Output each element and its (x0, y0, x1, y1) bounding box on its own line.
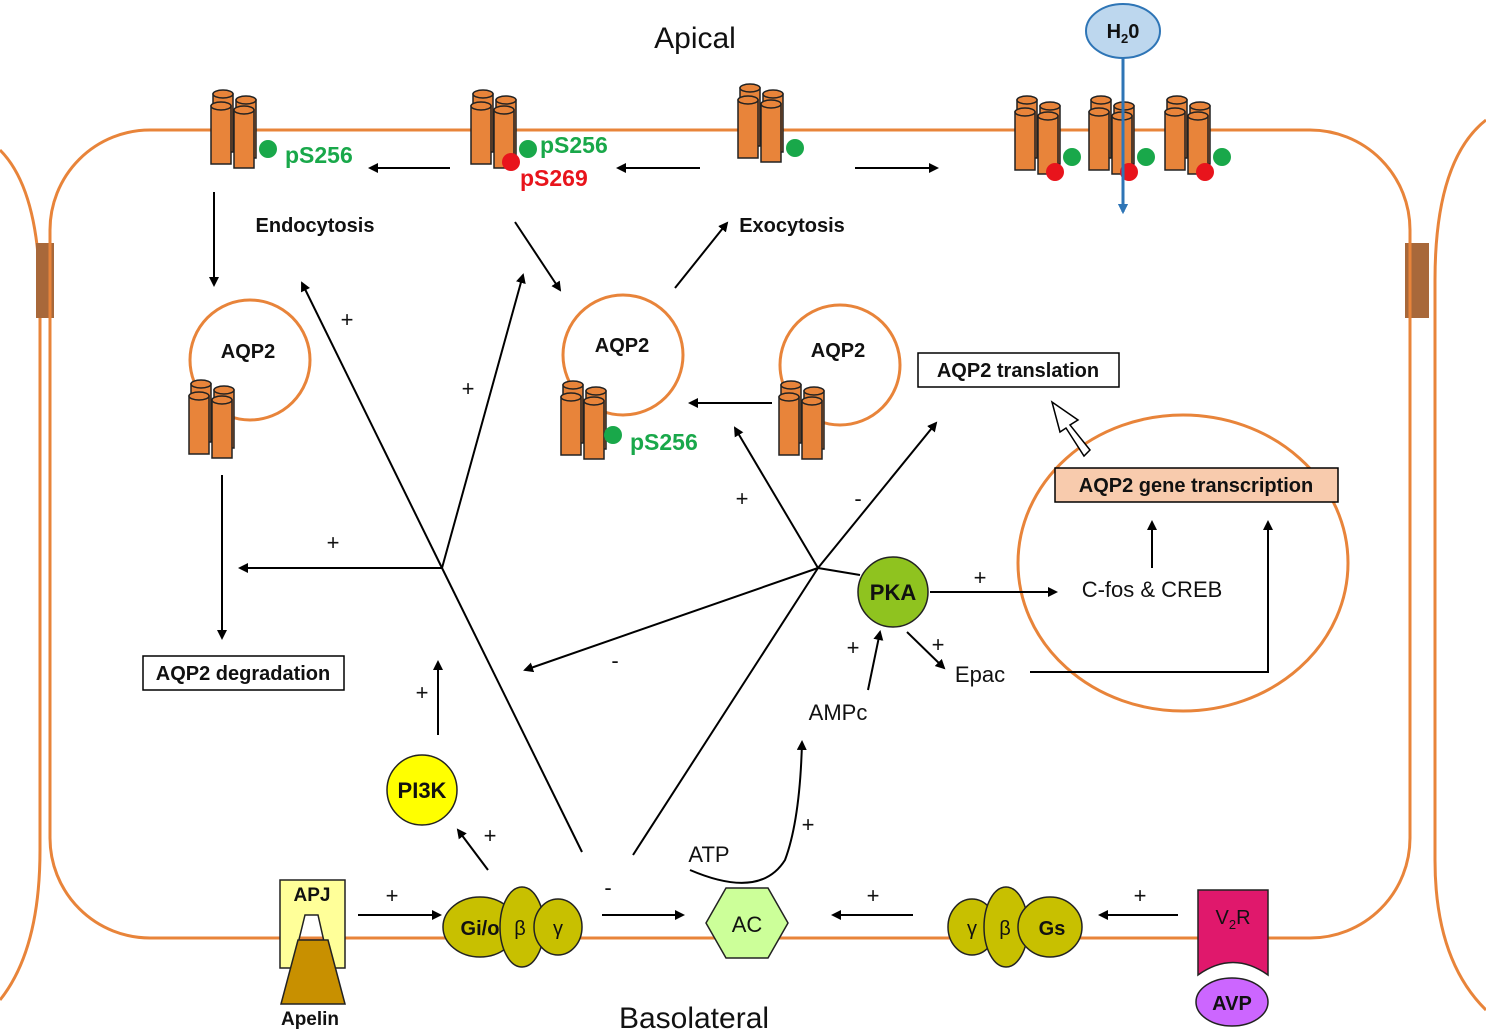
ps256-label-2: pS256 (540, 132, 608, 158)
phospho-s269-dot (1196, 163, 1214, 181)
aqp2-tetramer-dual-phospho (470, 89, 537, 171)
svg-text:AQP2: AQP2 (221, 341, 275, 363)
gio-branch-endocytosis (301, 281, 443, 569)
sign-minus-gio-ac: - (604, 875, 611, 900)
pka-branch-degradation (523, 567, 819, 673)
aqp2-tetramer-active-1 (1014, 95, 1081, 181)
svg-text:γ: γ (967, 918, 977, 940)
pka-branch-trunk (632, 567, 819, 856)
exocytosis-label: Exocytosis (739, 215, 845, 237)
svg-text:Gs: Gs (1039, 918, 1066, 940)
sign-plus-pi3k-up: + (416, 680, 429, 705)
svg-text:AQP2: AQP2 (595, 335, 649, 357)
sign-minus-pka-translation: - (854, 486, 861, 511)
svg-text:V2R: V2R (1215, 907, 1250, 932)
gio-branch-trunk (441, 567, 583, 853)
v2r-receptor: V2R (1197, 889, 1269, 977)
svg-text:AQP2: AQP2 (811, 340, 865, 362)
nucleus (1016, 413, 1350, 713)
sign-plus-gio-pi3k: + (484, 823, 497, 848)
pka-branch-translation (817, 421, 938, 569)
arrow-gio-to-pi3k (456, 828, 489, 871)
gs-protein: γ β Gs (947, 886, 1083, 968)
gio-branch-exocytosis (441, 273, 526, 569)
svg-text:APJ: APJ (294, 885, 331, 906)
arrow-epac-to-transcription (1030, 520, 1273, 673)
ps256-label-3: pS256 (630, 429, 698, 455)
sign-plus-apj-gio: + (386, 883, 399, 908)
sign-minus-pka-degradation: - (611, 648, 618, 673)
svg-text:H20: H20 (1107, 21, 1140, 46)
sign-plus-gs-ac: + (867, 883, 880, 908)
svg-text:β: β (514, 918, 526, 940)
sign-plus-endocytosis: + (341, 307, 354, 332)
sign-plus-exocytosis: + (462, 376, 475, 401)
ps269-label: pS269 (520, 165, 588, 191)
sign-plus-v2r-gs: + (1134, 883, 1147, 908)
right-neighbor-cell (1433, 118, 1486, 1012)
phospho-s256-dot (1063, 148, 1081, 166)
atp-label: ATP (688, 842, 729, 867)
phospho-s269-dot (502, 153, 520, 171)
svg-text:AQP2 translation: AQP2 translation (937, 360, 1099, 382)
svg-text:γ: γ (553, 918, 563, 940)
svg-text:AVP: AVP (1212, 993, 1252, 1015)
sign-plus-pka-vesicle: + (736, 486, 749, 511)
pka-branch-link (817, 567, 861, 576)
sign-plus-pka-cfos: + (974, 565, 987, 590)
gio-protein: Gi/o β γ (442, 886, 583, 968)
arrow-dual-to-vesicle (514, 221, 562, 292)
phospho-s256-dot (1213, 148, 1231, 166)
vesicle-left: AQP2 (188, 298, 312, 459)
ampc-label: AMPc (809, 700, 868, 725)
phospho-s256-dot (604, 426, 622, 444)
phospho-s256-dot (1137, 148, 1155, 166)
water-molecule: H20 (1085, 3, 1161, 59)
vesicle-right: AQP2 (778, 303, 902, 460)
svg-text:AQP2 gene transcription: AQP2 gene transcription (1079, 475, 1314, 497)
left-neighbor-cell (0, 148, 42, 1001)
phospho-s256-dot (786, 139, 804, 157)
ps256-label-1: pS256 (285, 142, 353, 168)
svg-text:AQP2 degradation: AQP2 degradation (156, 663, 330, 685)
sign-plus-pka-epac: + (932, 632, 945, 657)
phospho-s256-dot (259, 140, 277, 158)
apelin-ligand: Apelin (280, 939, 346, 1030)
svg-text:PKA: PKA (870, 580, 917, 605)
aqp2-tetramer-membrane (737, 83, 804, 163)
sign-plus-degradation: + (327, 530, 340, 555)
epac-label: Epac (955, 662, 1005, 687)
cfos-creb-label: C-fos & CREB (1082, 577, 1223, 602)
endocytosis-label: Endocytosis (256, 215, 375, 237)
pi3k-node: PI3K (386, 754, 458, 826)
aqp2-degradation-box: AQP2 degradation (142, 655, 345, 691)
svg-text:β: β (999, 918, 1011, 940)
phospho-s256-dot (519, 140, 537, 158)
aqp2-tetramer-endocytosed (210, 89, 277, 169)
sign-plus-ampc-pka: + (847, 635, 860, 660)
basolateral-label: Basolateral (619, 1002, 769, 1032)
adenylyl-cyclase-node: AC (705, 887, 789, 959)
aqp2-transcription-box: AQP2 gene transcription (1054, 467, 1339, 503)
apical-label: Apical (654, 22, 736, 55)
arrow-pka-to-epac (906, 631, 946, 670)
svg-text:AC: AC (732, 912, 763, 937)
aqp2-tetramer-active-3 (1164, 95, 1231, 181)
cell-membrane (48, 128, 1412, 940)
pka-branch-vesicle (733, 426, 819, 569)
svg-text:Gi/o: Gi/o (461, 918, 500, 940)
pka-node: PKA (857, 556, 929, 628)
arrow-ampc-to-pka (867, 630, 884, 691)
sign-plus-atp-ampc: + (802, 812, 815, 837)
transcription-to-translation-arrow (1050, 400, 1092, 458)
svg-text:Apelin: Apelin (281, 1009, 339, 1030)
svg-text:PI3K: PI3K (398, 778, 447, 803)
vesicle-middle: AQP2 (560, 293, 685, 460)
avp-ligand: AVP (1195, 977, 1269, 1027)
arrow-atp-to-ampc (689, 740, 807, 884)
arrow-exocytosis (674, 221, 729, 289)
phospho-s269-dot (1046, 163, 1064, 181)
aqp2-translation-box: AQP2 translation (917, 352, 1120, 388)
